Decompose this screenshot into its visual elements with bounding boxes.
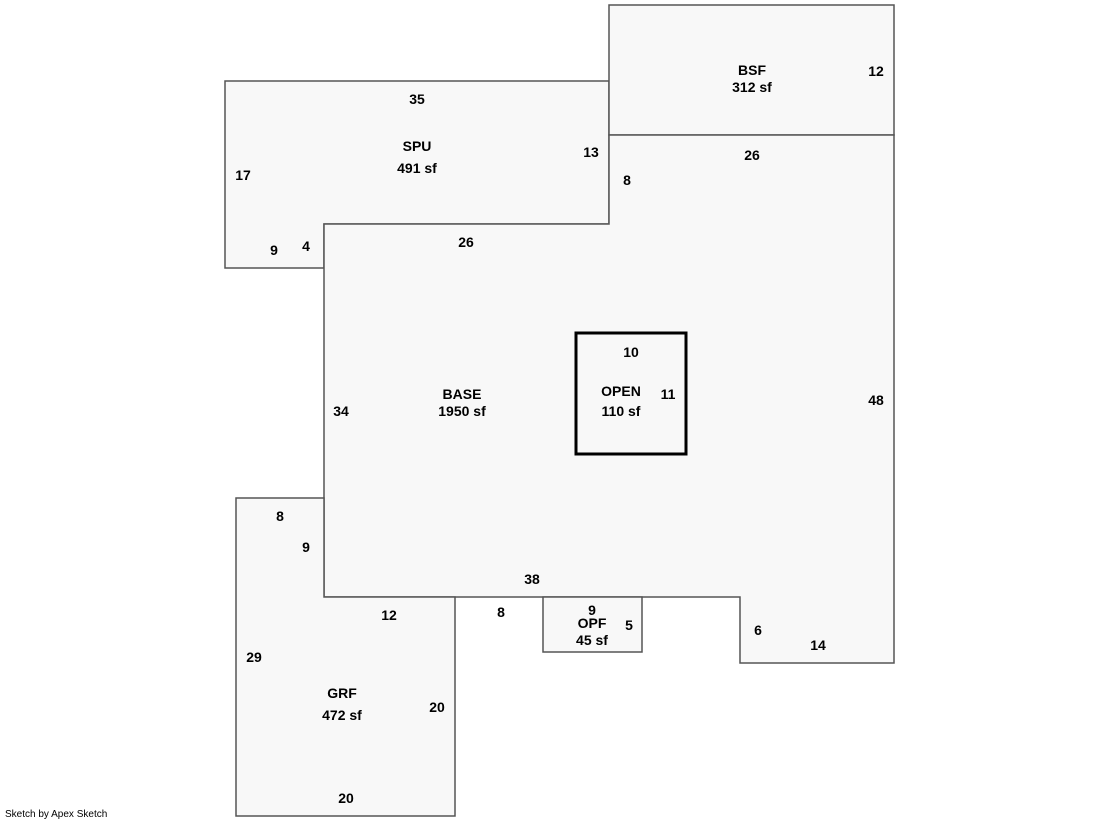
opf-name: OPF <box>577 615 607 631</box>
dim-spu-left: 17 <box>235 167 251 183</box>
dim-spu-step: 4 <box>302 238 310 254</box>
dim-spu-top: 35 <box>409 91 425 107</box>
opf-area <box>542 596 643 653</box>
spu-size: 491 sf <box>397 160 437 176</box>
grf-name: GRF <box>327 685 357 701</box>
bsf-size: 312 sf <box>732 79 772 95</box>
dim-base-right: 48 <box>868 392 884 408</box>
dim-spu-right: 13 <box>583 144 599 160</box>
bsf-name: BSF <box>737 62 766 78</box>
open-area <box>574 331 688 456</box>
dim-base-top: 26 <box>458 234 474 250</box>
bsf-label: BSF 312 sf <box>732 62 772 96</box>
base-area <box>323 134 895 664</box>
grf-label: GRF 472 sf <box>322 683 362 725</box>
open-size: 110 sf <box>601 403 641 419</box>
sketch-credit: Sketch by Apex Sketch <box>5 809 108 820</box>
base-label: BASE 1950 sf <box>438 386 485 420</box>
dim-base-left: 34 <box>333 403 349 419</box>
base-name: BASE <box>442 386 482 402</box>
dim-grf-inner: 12 <box>381 607 397 623</box>
dim-open-top: 10 <box>623 344 639 360</box>
spu-label: SPU 491 sf <box>397 136 437 178</box>
base-size: 1950 sf <box>438 403 486 419</box>
grf-size: 472 sf <box>322 707 362 723</box>
dim-grf-right: 20 <box>429 699 445 715</box>
dim-opf-top: 9 <box>588 602 596 618</box>
grf-area <box>235 497 456 817</box>
dim-grf-left: 29 <box>246 649 262 665</box>
dim-grf-top: 8 <box>276 508 284 524</box>
opf-size: 45 sf <box>576 632 608 648</box>
open-name: OPEN <box>601 383 641 399</box>
dim-base-notch-h: 14 <box>810 637 826 653</box>
dim-bsf-right: 12 <box>868 63 884 79</box>
dim-bsf-bottom: 26 <box>744 147 760 163</box>
dim-open-right: 11 <box>660 386 676 402</box>
dim-base-notch-v: 6 <box>754 622 762 638</box>
dim-opf-left: 8 <box>497 604 505 620</box>
dim-grf-bottom: 20 <box>338 790 354 806</box>
dim-base-bottom: 38 <box>524 571 540 587</box>
opf-label: OPF 45 sf <box>576 615 608 649</box>
open-label: OPEN 110 sf <box>601 381 641 421</box>
spu-name: SPU <box>402 138 432 154</box>
dim-opf-right: 5 <box>625 617 633 633</box>
dim-bsf-step: 8 <box>623 172 631 188</box>
dim-spu-bottom: 9 <box>270 242 278 258</box>
dim-grf-step: 9 <box>302 539 310 555</box>
